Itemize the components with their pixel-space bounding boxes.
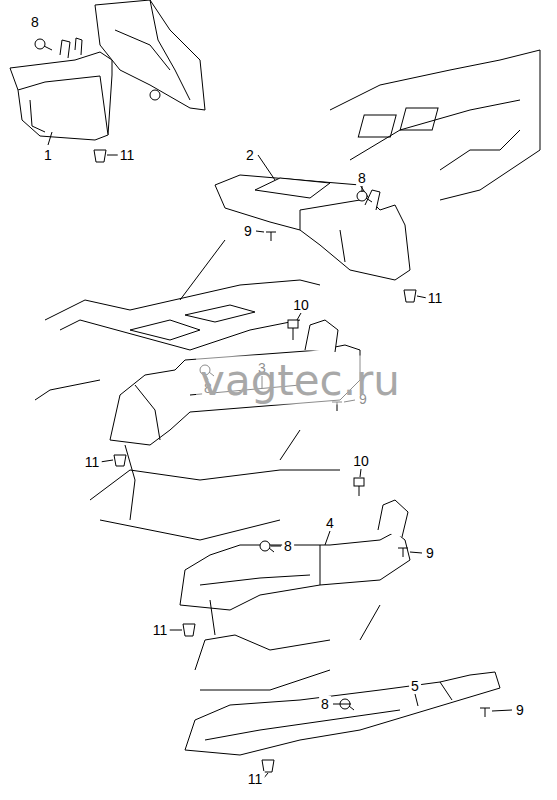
callout-number: 1: [42, 147, 54, 163]
callout-number: 8: [282, 538, 294, 554]
body-shell-2: [330, 50, 540, 200]
callout-number: 4: [324, 515, 336, 531]
leader-lines: [48, 132, 512, 779]
trim-panel-2: [215, 175, 410, 280]
callout-number: 10: [351, 453, 371, 469]
watermark: vagtec.ru: [196, 356, 404, 405]
callout-number: 9: [514, 702, 526, 718]
callout-number: 11: [151, 622, 170, 638]
callout-number: 9: [424, 545, 436, 561]
callout-number: 9: [242, 223, 254, 239]
callout-number: 11: [246, 771, 265, 787]
callout-number: 2: [244, 147, 256, 163]
callout-number: 11: [83, 454, 102, 470]
body-shell-1: [95, 0, 205, 110]
body-shell-5: [195, 600, 380, 690]
callout-number: 8: [29, 14, 41, 30]
callout-number: 11: [426, 290, 445, 306]
callout-number: 10: [291, 297, 311, 313]
fasteners: [35, 39, 490, 772]
callout-number: 5: [409, 678, 421, 694]
trim-panel-4: [180, 500, 410, 610]
trim-panel-5: [185, 672, 500, 755]
body-shell-4: [90, 430, 340, 540]
callout-number: 8: [356, 170, 368, 186]
callout-number: 11: [118, 147, 137, 163]
trim-panel-1: [10, 38, 112, 140]
callout-number: 8: [319, 696, 331, 712]
